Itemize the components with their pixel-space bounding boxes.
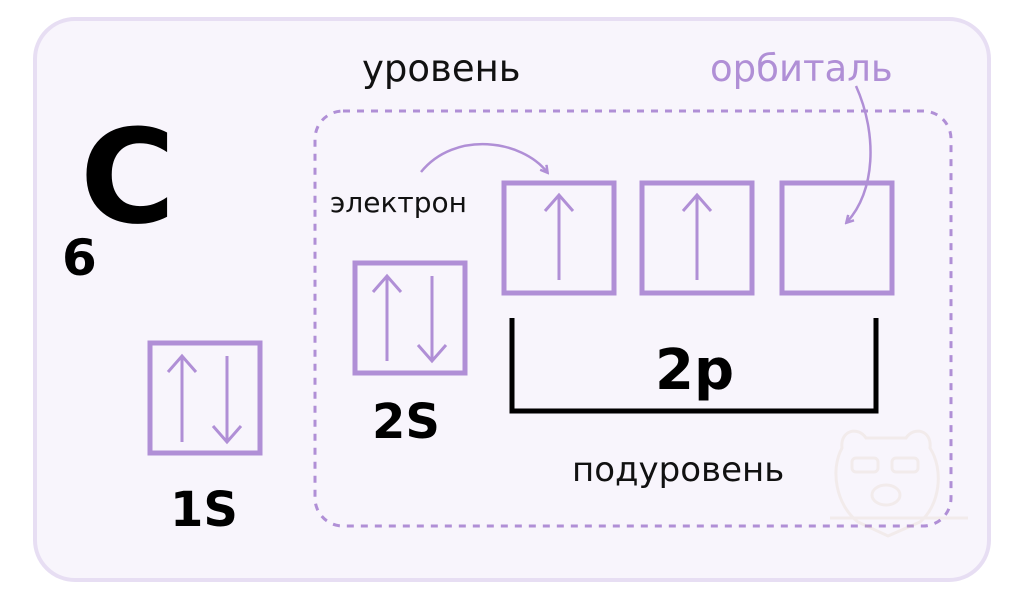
orbital-pointer-arrow (847, 85, 872, 222)
electron-up-arrow (681, 192, 713, 280)
orbital-box-2s (352, 260, 468, 376)
electron-down-arrow (211, 356, 243, 445)
sublevel-bracket-2p (509, 318, 879, 414)
orbital-box-1s (147, 340, 263, 456)
element-symbol: C (80, 101, 175, 253)
orbital-label-1s: 1S (170, 482, 238, 538)
bear-watermark-logo (830, 429, 968, 538)
orbital-box-2p-1 (501, 180, 617, 296)
level-region-border (313, 109, 953, 528)
sublevel-label: подуровень (572, 450, 785, 490)
electron-up-arrow (543, 192, 575, 280)
orbital-label: орбиталь (710, 47, 893, 90)
orbital-box-2p-3 (779, 180, 895, 296)
electron-up-arrow (166, 353, 198, 442)
electron-label: электрон (330, 186, 467, 219)
orbital-label-2p: 2p (655, 338, 735, 403)
level-label: уровень (362, 47, 521, 90)
orbital-label-2s: 2S (372, 394, 440, 450)
electron-pointer-arrow (420, 142, 547, 172)
electron-up-arrow (371, 273, 403, 361)
atomic-number: 6 (62, 229, 97, 287)
orbital-box-2p-2 (639, 180, 755, 296)
electron-down-arrow (416, 276, 448, 364)
